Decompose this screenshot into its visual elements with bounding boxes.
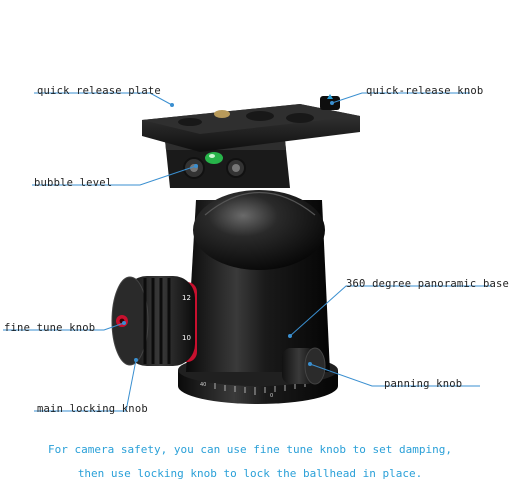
callout-dots <box>122 101 334 366</box>
label-fine-tune-knob: fine tune knob <box>4 322 96 334</box>
note-line-2: then use locking knob to lock the ballhe… <box>77 467 423 480</box>
bubble-vial <box>205 152 223 164</box>
quick-release-plate-shape <box>142 94 360 152</box>
svg-text:0: 0 <box>270 393 273 399</box>
locking-knob-shape: 12 10 <box>111 276 197 366</box>
panning-knob-shape <box>282 347 326 385</box>
label-main-locking-knob: main locking knob <box>37 403 148 415</box>
label-quick-release-plate: quick release plate <box>37 85 161 97</box>
svg-text:12: 12 <box>182 294 191 302</box>
svg-text:10: 10 <box>182 334 191 342</box>
svg-text:40: 40 <box>200 382 206 388</box>
callout-lines <box>3 92 492 412</box>
label-bubble-level: bubble level <box>34 177 113 189</box>
label-panning-knob: panning knob <box>384 378 463 390</box>
ball <box>193 190 325 270</box>
label-quick-release-knob: quick-release knob <box>366 85 484 97</box>
label-panoramic-base: 360 degree panoramic base <box>346 278 509 290</box>
note-line-1: For camera safety, you can use fine tune… <box>48 443 452 456</box>
